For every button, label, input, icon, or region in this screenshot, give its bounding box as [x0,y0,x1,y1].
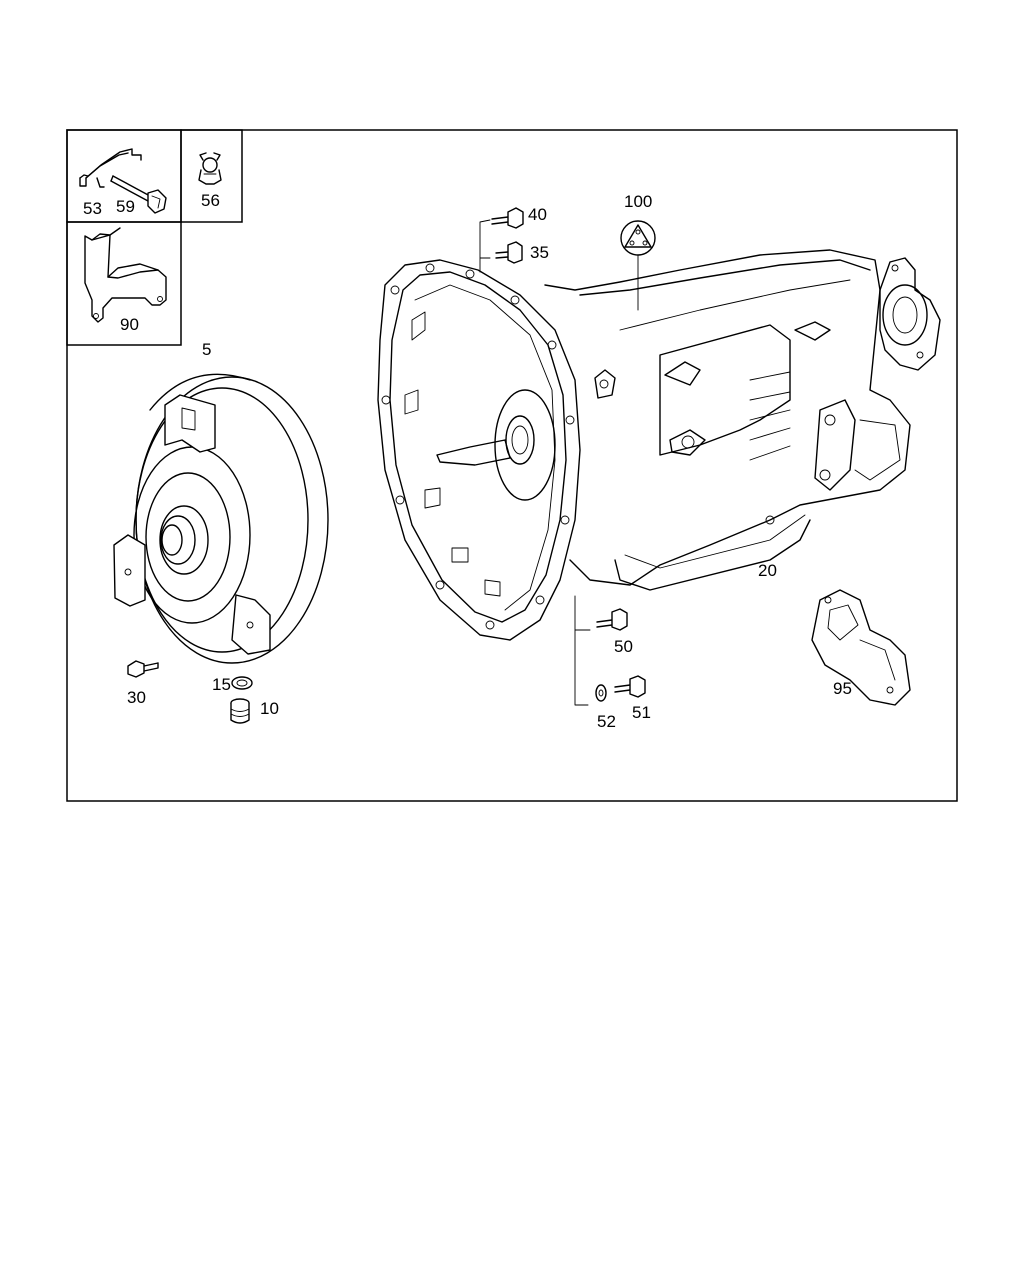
callout-59: 59 [116,197,135,216]
part-30-bolt[interactable] [127,660,159,678]
diagram-frame [66,129,958,802]
part-52-washer[interactable] [595,684,607,702]
callout-56: 56 [201,191,220,210]
callout-10: 10 [260,699,279,718]
flange-holes [381,263,575,630]
callout-5: 5 [202,340,211,359]
callout-40: 40 [528,205,547,224]
callout-95: 95 [833,679,852,698]
part-50-bolt[interactable] [596,608,628,631]
part-35-screw[interactable] [495,241,523,264]
callout-50: 50 [614,637,633,656]
part-59-bolt[interactable] [110,175,167,214]
part-100-label-plate[interactable] [620,220,656,256]
callout-15: 15 [212,675,231,694]
part-5-torque-converter[interactable] [113,373,329,664]
inset-box-bracket-bolt [66,129,243,346]
part-56-clip[interactable] [198,152,222,185]
callout-53: 53 [83,199,102,218]
callout-30: 30 [127,688,146,707]
part-90-bracket[interactable] [84,227,167,323]
part-40-bolt[interactable] [491,207,524,229]
part-20-transmission[interactable] [377,249,941,641]
part-95-mount[interactable] [811,589,911,706]
callout-51: 51 [632,703,651,722]
callout-100: 100 [624,192,652,211]
callout-90: 90 [120,315,139,334]
leader-35-40 [479,219,491,273]
callout-20: 20 [758,561,777,580]
part-10-plug[interactable] [230,698,250,724]
part-15-seal-ring[interactable] [231,676,253,690]
part-53-bracket[interactable] [79,148,142,188]
callout-35: 35 [530,243,549,262]
part-51-bolt[interactable] [614,675,646,698]
leader-50-51-52 [574,595,591,706]
callout-52: 52 [597,712,616,731]
